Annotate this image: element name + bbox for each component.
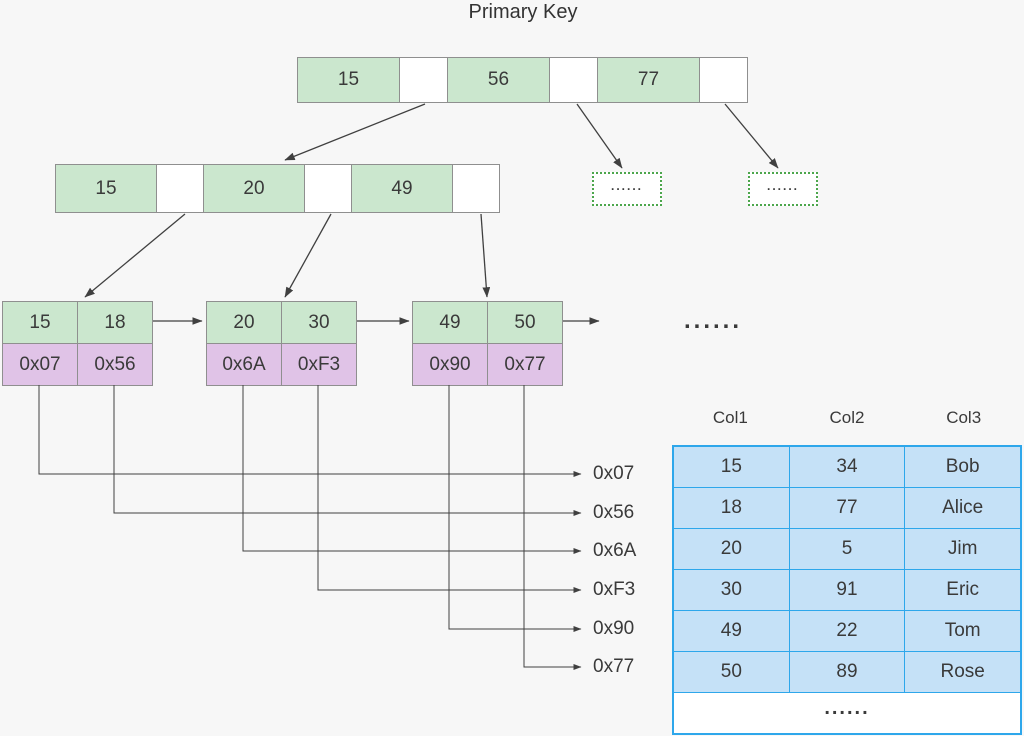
address-label: 0x07 [593,463,635,484]
arrow-level2-to-leaf-3 [480,213,491,298]
arrow-level2-to-leaf-1 [84,213,186,298]
table-cell: Tom [905,611,1020,651]
address-label: 0x90 [593,618,635,639]
leaf-key-cell: 49 [412,301,488,344]
pointer-line-0xF3 [317,385,582,593]
address-label: 0x77 [593,656,635,677]
root-pointer-cell [699,57,748,103]
record-table: 15 34 Bob 18 77 Alice 20 5 Jim 30 91 Eri… [672,445,1022,735]
table-cell: 15 [674,447,789,487]
leaf-key-cell: 50 [487,301,563,344]
table-cell: 50 [674,652,789,692]
pointer-line-0x56 [113,385,582,516]
table-cell: Bob [905,447,1020,487]
table-header: Col3 [946,408,982,427]
level2-node: 15 20 49 [55,164,500,213]
table-cell: Jim [905,529,1020,569]
table-cell: 91 [789,570,905,610]
table-cell: 49 [674,611,789,651]
address-label: 0x6A [593,540,637,561]
table-cell: 22 [789,611,905,651]
table-cell: Eric [905,570,1020,610]
arrow-level2-to-leaf-2 [284,213,332,298]
root-key-cell: 15 [297,57,400,103]
arrow-root-to-subtree-2 [724,103,779,169]
leaf-key-cell: 18 [77,301,153,344]
address-label: 0xF3 [593,579,636,600]
diagram-title: Primary Key [468,1,578,23]
collapsed-subtree-box: ...... [592,172,662,206]
table-cell: Rose [905,652,1020,692]
table-ellipsis-row: ...... [674,693,1020,733]
collapsed-subtree-box: ...... [748,172,818,206]
root-pointer-cell [549,57,598,103]
arrow-root-to-level2 [284,103,426,161]
level2-pointer-cell [304,164,352,213]
root-key-cell: 56 [447,57,550,103]
table-header: Col2 [829,408,865,427]
leaf-node: 20 30 0x6A 0xF3 [206,301,357,386]
ellipsis-label: ...... [766,178,799,193]
pointer-line-0x90 [448,385,582,632]
table-cell: 89 [789,652,905,692]
leaf-key-cell: 20 [206,301,282,344]
leaf-chain-ellipsis: ...... [684,306,743,334]
leaf-key-cell: 30 [281,301,357,344]
table-cell: 18 [674,488,789,528]
address-label: 0x56 [593,502,635,523]
level2-key-cell: 49 [351,164,453,213]
leaf-node: 49 50 0x90 0x77 [412,301,563,386]
level2-pointer-cell [452,164,500,213]
table-header-row: Col1 Col2 Col3 [672,408,1022,428]
table-cell: 34 [789,447,905,487]
root-pointer-cell [399,57,448,103]
table-cell: Alice [905,488,1020,528]
table-cell: 20 [674,529,789,569]
level2-pointer-cell [156,164,204,213]
pointer-line-0x6A [242,385,582,554]
leaf-key-cell: 15 [2,301,78,344]
leaf-pointer-cell: 0xF3 [281,343,357,386]
pointer-line-0x07 [38,385,582,477]
leaf-pointer-cell: 0x56 [77,343,153,386]
leaf-pointer-cell: 0x6A [206,343,282,386]
leaf-pointer-cell: 0x07 [2,343,78,386]
table-cell: 5 [789,529,905,569]
arrow-root-to-subtree-1 [576,103,623,169]
level2-key-cell: 20 [203,164,305,213]
leaf-node: 15 18 0x07 0x56 [2,301,153,386]
table-cell: 30 [674,570,789,610]
leaf-pointer-cell: 0x77 [487,343,563,386]
pointer-line-0x77 [523,385,582,670]
table-cell: 77 [789,488,905,528]
root-key-cell: 77 [597,57,700,103]
ellipsis-label: ...... [610,178,643,193]
root-node: 15 56 77 [297,57,748,103]
leaf-pointer-cell: 0x90 [412,343,488,386]
level2-key-cell: 15 [55,164,157,213]
table-header: Col1 [712,408,748,427]
ellipsis-label: ...... [824,696,870,719]
